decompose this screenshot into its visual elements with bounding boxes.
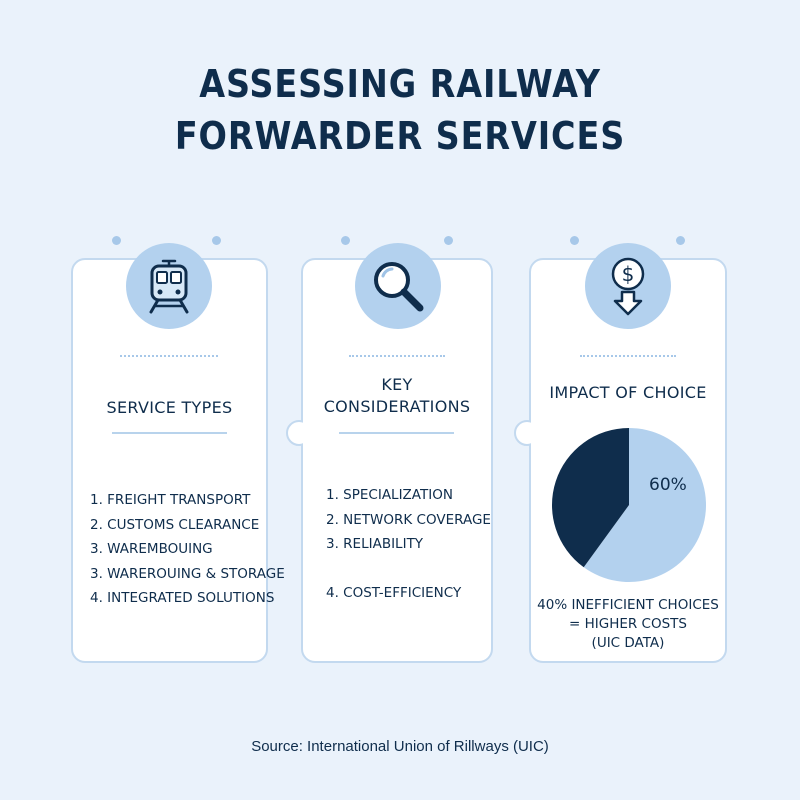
page-title: ASSESSING RAILWAY FORWARDER SERVICES xyxy=(48,58,752,162)
title-line-1: ASSESSING RAILWAY xyxy=(199,62,601,106)
heading-rule xyxy=(339,432,454,434)
dollar-icon-badge: $ xyxy=(585,243,671,329)
heading-line: KEY xyxy=(381,375,413,394)
key-considerations-list: 1. SPECIALIZATION 2. NETWORK COVERAGE 3.… xyxy=(326,483,491,605)
list-item: 1. SPECIALIZATION xyxy=(326,487,453,503)
pie-caption: 40% INEFFICIENT CHOICES = HIGHER COSTS (… xyxy=(529,596,727,653)
service-types-list: 1. FREIGHT TRANSPORT 2. CUSTOMS CLEARANC… xyxy=(90,488,285,611)
decor-dot xyxy=(676,236,685,245)
dollar-down-arrow-icon: $ xyxy=(611,257,645,316)
list-item: 2. CUSTOMS CLEARANCE xyxy=(90,516,260,533)
impact-pie-chart xyxy=(552,428,706,582)
heading-key-considerations: KEY CONSIDERATIONS xyxy=(301,374,493,418)
connector-mask xyxy=(531,418,545,448)
list-item: 4. COST-EFFICIENCY xyxy=(326,584,462,601)
caption-line: (UIC DATA) xyxy=(591,635,665,651)
list-item: 1. FREIGHT TRANSPORT xyxy=(90,492,251,508)
decor-dot xyxy=(212,236,221,245)
dotted-divider xyxy=(120,355,218,357)
magnifier-icon-badge xyxy=(355,243,441,329)
heading-rule xyxy=(112,432,227,434)
title-line-2: FORWARDER SERVICES xyxy=(174,114,626,158)
pie-slice-40 xyxy=(552,428,629,568)
decor-dot xyxy=(341,236,350,245)
list-item: 2. NETWORK COVERAGE xyxy=(326,511,491,528)
pie-slice-60 xyxy=(583,428,706,582)
caption-line: 40% INEFFICIENT CHOICES xyxy=(537,597,719,613)
magnifying-glass-icon xyxy=(374,262,424,312)
heading-impact-of-choice: IMPACT OF CHOICE xyxy=(549,383,707,402)
decor-dot xyxy=(570,236,579,245)
heading-line: CONSIDERATIONS xyxy=(323,397,471,416)
connector-mask xyxy=(303,418,317,448)
pie-label-60: 60% xyxy=(649,475,687,495)
list-item: 3. RELIABILITY xyxy=(326,536,424,552)
list-item: 4. INTEGRATED SOLUTIONS xyxy=(90,590,275,606)
list-item: 3. WAREROUING & STORAGE xyxy=(90,565,285,582)
dotted-divider xyxy=(349,355,445,357)
train-icon xyxy=(149,259,189,314)
svg-text:$: $ xyxy=(622,262,635,286)
heading-service-types: SERVICE TYPES xyxy=(106,398,233,417)
dotted-divider xyxy=(580,355,676,357)
decor-dot xyxy=(444,236,453,245)
caption-line: = HIGHER COSTS xyxy=(569,616,687,632)
train-icon-badge xyxy=(126,243,212,329)
decor-dot xyxy=(112,236,121,245)
source-citation: Source: International Union of Rillways … xyxy=(251,738,549,755)
list-item: 3. WAREMBOUING xyxy=(90,541,213,557)
